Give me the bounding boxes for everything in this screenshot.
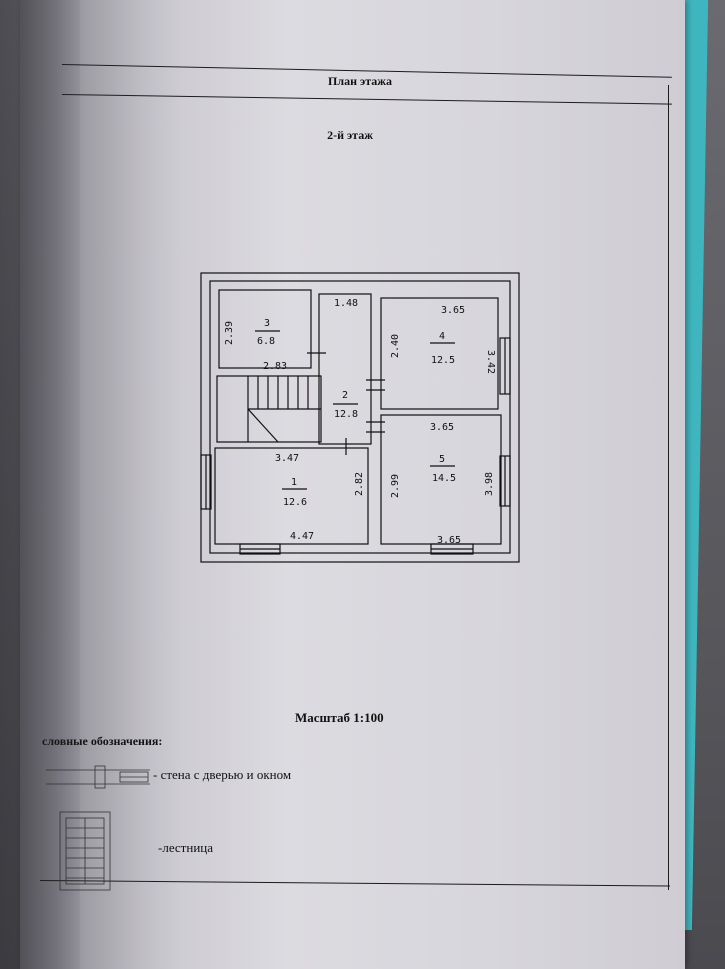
document-page xyxy=(20,0,685,969)
sheet-title: План этажа xyxy=(328,74,392,88)
room-5-number: 5 xyxy=(439,454,445,465)
dim-room5-right: 3.98 xyxy=(484,472,495,496)
dim-room1-height: 2.82 xyxy=(354,472,365,496)
dim-room4-side: 3.42 xyxy=(485,350,496,374)
legend-wall-door-window: - стена с дверью и окном xyxy=(153,767,292,782)
scale-label: Масштаб 1:100 xyxy=(295,710,384,725)
dim-room3-width: 2.83 xyxy=(263,361,287,372)
outer-wall xyxy=(200,272,520,563)
room-4-number: 4 xyxy=(439,331,445,342)
dim-room5-width: 3.65 xyxy=(430,422,454,433)
room-3-area: 6.8 xyxy=(257,336,275,347)
legend-title: словные обозначения: xyxy=(42,734,163,748)
room-4-outline xyxy=(380,297,499,410)
room-1-area: 12.6 xyxy=(283,497,307,508)
dim-room1-bottom: 4.47 xyxy=(290,531,314,542)
dim-room5-left: 2.99 xyxy=(390,474,401,498)
page-binding xyxy=(20,0,80,969)
dim-room4-height: 2.40 xyxy=(390,334,401,358)
dim-room2-width: 1.48 xyxy=(334,298,358,309)
room-5-area: 14.5 xyxy=(432,473,456,484)
room-1-outline xyxy=(214,447,369,545)
dim-room5-bottom: 3.65 xyxy=(437,535,461,546)
dim-room1-width: 3.47 xyxy=(275,453,299,464)
room-2-area: 12.8 xyxy=(334,409,358,420)
legend-stairs: -лестница xyxy=(158,840,214,855)
dim-room4-width: 3.65 xyxy=(441,305,465,316)
dim-room3-height: 2.39 xyxy=(224,321,235,345)
legend-stairs-symbol xyxy=(59,811,111,891)
room-2-number: 2 xyxy=(342,390,348,401)
room-1-number: 1 xyxy=(291,477,297,488)
room-3-number: 3 xyxy=(264,318,270,329)
frame-right-line xyxy=(668,85,669,890)
room-4-area: 12.5 xyxy=(431,355,455,366)
inner-wall xyxy=(209,280,511,554)
floor-label: 2-й этаж xyxy=(327,128,373,142)
room-3-outline xyxy=(218,289,312,369)
room-2-outline xyxy=(318,293,372,445)
